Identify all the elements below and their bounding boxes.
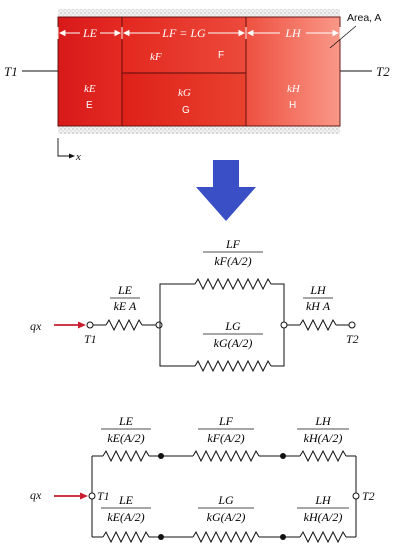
resistor-top-F (192, 449, 260, 463)
svg-text:LG: LG (224, 319, 241, 333)
layer-F-name: F (218, 50, 224, 61)
svg-text:kE A: kE A (114, 299, 137, 313)
wall-T2: T2 (376, 64, 390, 79)
svg-text:kH A: kH A (306, 299, 331, 313)
junction-dots (158, 453, 286, 540)
resistor-bottom-E (102, 530, 150, 544)
svg-text:LE: LE (118, 493, 134, 507)
resistor-bottom-G (192, 530, 260, 544)
big-down-arrow (196, 160, 256, 221)
svg-text:LF: LF (218, 414, 234, 428)
frac-bottom-H: LH kH(A/2) (297, 493, 349, 524)
resistor-top-H (299, 449, 347, 463)
svg-text:LH: LH (314, 493, 332, 507)
svg-text:kE(A/2): kE(A/2) (107, 510, 144, 524)
layer-G-k: kG (178, 87, 191, 99)
layer-G (122, 73, 246, 126)
c2-q: qx (30, 488, 42, 502)
area-label: Area, A (347, 12, 381, 24)
circuit-series-parallel (54, 277, 356, 373)
frac-top-F: LF kF(A/2) (198, 414, 254, 445)
dim-LH: LH (284, 26, 302, 40)
dim-LF-LG: LF = LG (161, 26, 206, 40)
frac-RE: LE kE A (110, 283, 140, 313)
svg-text:LF: LF (225, 237, 241, 251)
svg-text:kH(A/2): kH(A/2) (304, 431, 343, 445)
frac-bottom-E: LE kE(A/2) (101, 493, 151, 524)
svg-text:kH(A/2): kH(A/2) (304, 510, 343, 524)
c2-T1: T1 (97, 489, 110, 503)
layer-H (246, 17, 340, 126)
layer-G-name: G (182, 105, 190, 116)
svg-text:kF(A/2): kF(A/2) (214, 254, 251, 268)
dimension-lines (57, 27, 341, 39)
resistor-G (194, 359, 272, 373)
svg-text:kE(A/2): kE(A/2) (107, 431, 144, 445)
c1-T2: T2 (346, 332, 359, 346)
svg-text:kG(A/2): kG(A/2) (214, 336, 253, 350)
svg-text:kF(A/2): kF(A/2) (207, 431, 244, 445)
svg-text:LE: LE (118, 414, 134, 428)
wall-T1: T1 (4, 64, 18, 79)
resistor-E (105, 318, 143, 332)
layer-E-name: E (86, 100, 93, 111)
x-label: x (75, 151, 81, 163)
resistor-bottom-H (299, 530, 347, 544)
resistor-H (299, 318, 337, 332)
layer-H-k: kH (287, 83, 301, 95)
svg-text:LE: LE (117, 283, 133, 297)
svg-text:LG: LG (217, 493, 234, 507)
c1-T1: T1 (84, 332, 97, 346)
frac-bottom-G: LG kG(A/2) (198, 493, 254, 524)
composite-wall: LE LF = LG LH kF F kE E kG G kH H T1 T2 … (4, 9, 390, 163)
dim-LE: LE (82, 26, 98, 40)
layer-F (122, 17, 246, 73)
frac-RH: LH kH A (303, 283, 333, 313)
x-axis-indicator: x (57, 138, 81, 163)
c1-q: qx (30, 319, 42, 333)
layer-F-k: kF (150, 51, 162, 63)
circuit-parallel-paths (54, 449, 360, 544)
frac-top-H: LH kH(A/2) (297, 414, 349, 445)
svg-text:LH: LH (309, 283, 327, 297)
layer-H-name: H (289, 100, 296, 111)
insulation-bottom (58, 126, 340, 134)
svg-text:kG(A/2): kG(A/2) (207, 510, 246, 524)
layer-E (58, 17, 122, 126)
frac-RF: LF kF(A/2) (203, 237, 263, 268)
resistor-top-E (102, 449, 150, 463)
frac-top-E: LE kE(A/2) (101, 414, 151, 445)
resistor-F (194, 277, 272, 291)
c2-T2: T2 (362, 489, 375, 503)
layer-E-k: kE (84, 83, 96, 95)
svg-text:LH: LH (314, 414, 332, 428)
insulation-top (58, 9, 340, 17)
frac-RG: LG kG(A/2) (203, 319, 263, 350)
